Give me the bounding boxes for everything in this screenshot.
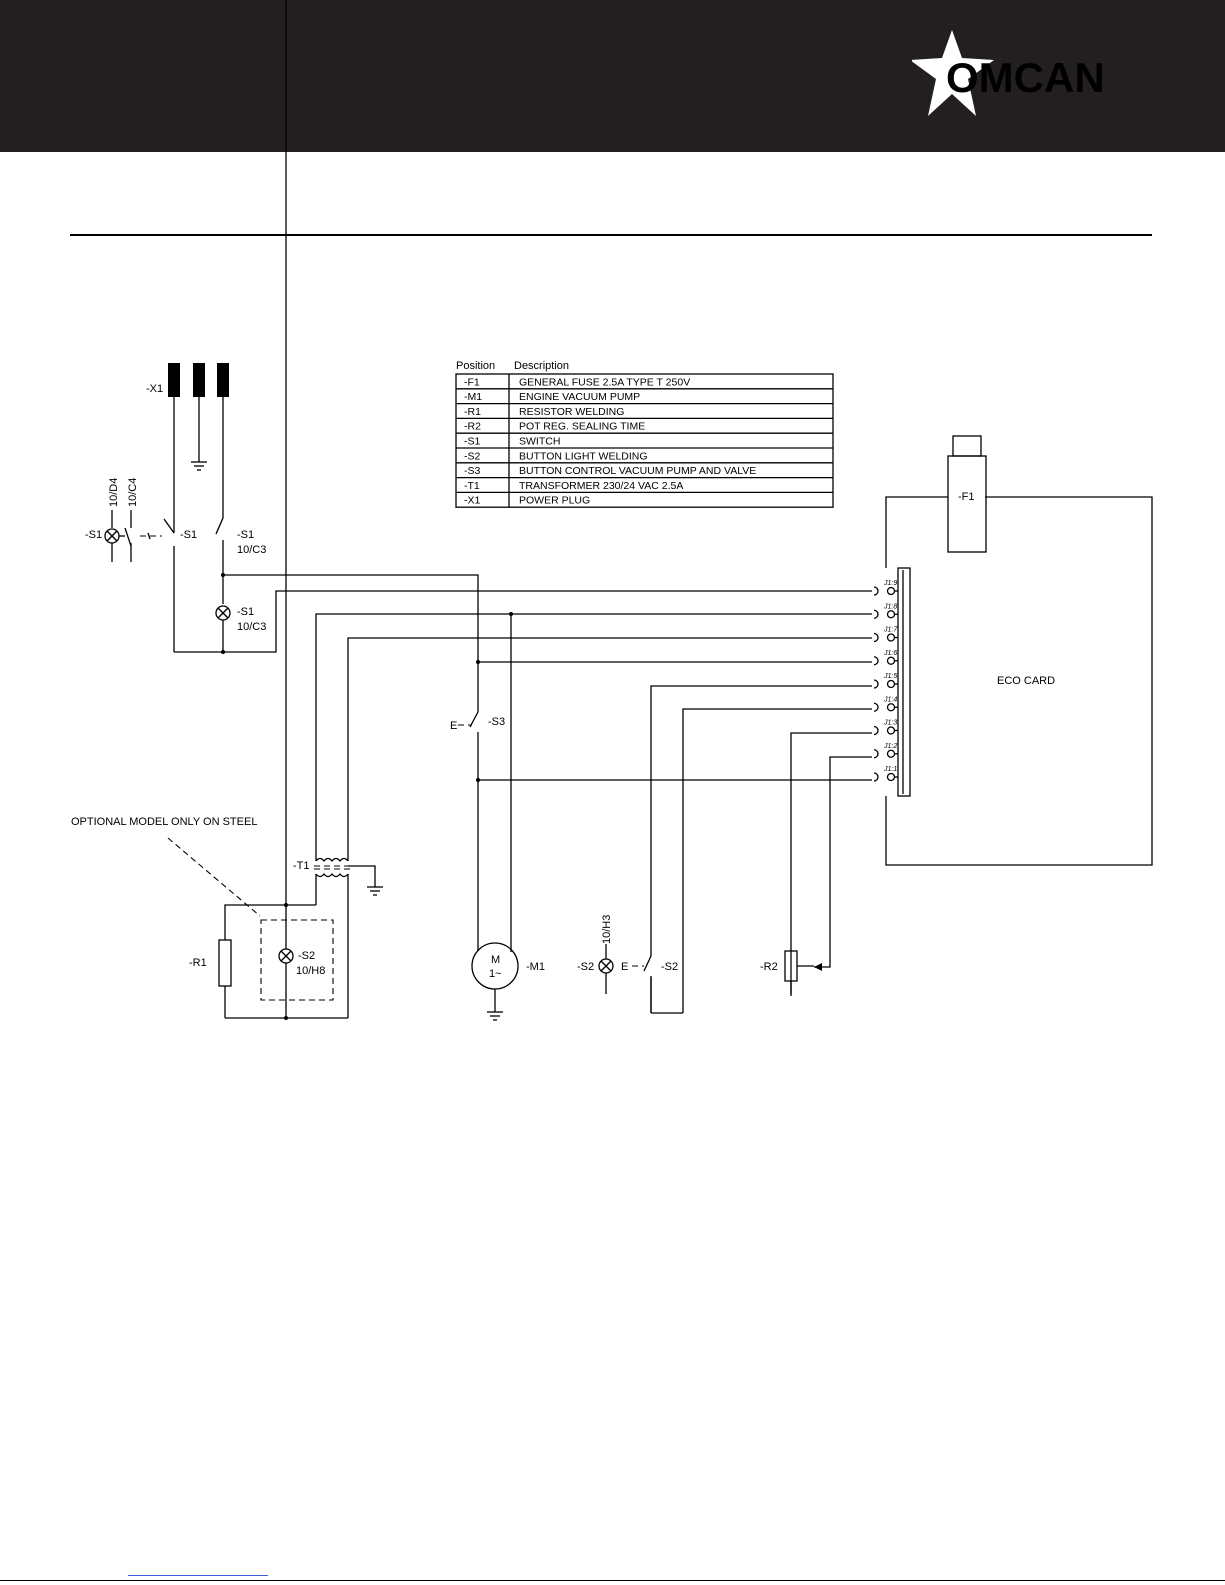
legend-header-position: Position — [456, 360, 495, 372]
star-logo-icon — [912, 30, 994, 116]
legend-description: GENERAL FUSE 2.5A TYPE T 250V — [519, 376, 690, 388]
legend-position: -R1 — [464, 406, 481, 418]
legend-position: -R2 — [464, 421, 481, 433]
connector-pin-label: J1:8 — [883, 603, 897, 610]
s3-button: E -S3 — [450, 708, 505, 732]
s2-lamp-b-label: -S2 — [577, 961, 594, 973]
connector-pin-label: J1:7 — [883, 627, 898, 634]
legend-position: -X1 — [464, 495, 481, 507]
legend-description: TRANSFORMER 230/24 VAC 2.5A — [519, 480, 683, 492]
legend-position: -S2 — [464, 450, 481, 462]
ref-d4: 10/D4 — [108, 478, 120, 507]
motor-m1: M 1~ -M1 — [471, 928, 545, 1021]
footer-rule — [0, 1580, 1225, 1581]
connector-pin-label: J1:9 — [883, 580, 897, 587]
s2-lamp-a-ref: 10/H8 — [296, 965, 325, 977]
m1-phase: 1~ — [489, 968, 502, 980]
eco-card: ECO CARD — [885, 496, 1153, 866]
s1-switch-b-ref: 10/C3 — [237, 544, 266, 556]
omcan-logo: OMCAN — [912, 30, 1105, 116]
r1-label: -R1 — [189, 957, 207, 969]
x1-label: -X1 — [146, 383, 163, 395]
m1-letter: M — [491, 954, 500, 966]
connector-pin: J1:3 — [873, 720, 898, 736]
s2-button-circuit: -S2 10/H3 E -S2 — [577, 915, 683, 1014]
header-bar — [0, 0, 1225, 152]
legend-rows: -F1 GENERAL FUSE 2.5A TYPE T 250V -M1 ENGIN… — [455, 373, 834, 508]
connector-j1: J1:9J1:8J1:7J1:6J1:5J1:4J1:3J1:2J1:1 — [873, 567, 911, 797]
potentiometer-r2: -R2 — [760, 950, 814, 996]
connector-pin: J1:7 — [873, 627, 898, 643]
legend-position: -T1 — [464, 480, 480, 492]
connector-pin: J1:6 — [873, 650, 898, 666]
s1-switch-b-label: -S1 — [237, 529, 254, 541]
footer-link[interactable] — [128, 1575, 268, 1576]
t1-label: -T1 — [293, 860, 310, 872]
f1-label: -F1 — [958, 491, 975, 503]
legend-table: Position Description -F1 GENERAL FUSE 2.5… — [455, 360, 834, 508]
connector-pin: J1:1 — [873, 766, 898, 782]
s1-lamp-left: -S1 10/D4 10/C4 — [85, 478, 139, 562]
connector-pin-label: J1:5 — [883, 673, 897, 680]
connector-pin-label: J1:4 — [883, 696, 897, 703]
legend-description: BUTTON LIGHT WELDING — [519, 450, 648, 462]
power-plug-x1: -X1 — [146, 363, 229, 533]
legend-description: SWITCH — [519, 436, 560, 448]
s1-lamp-label: -S1 — [85, 529, 102, 541]
s2-e-label: E — [621, 961, 628, 973]
connector-pin: J1:4 — [873, 696, 898, 712]
connector-pin: J1:9 — [873, 580, 898, 596]
s2-lamp-a-label: -S2 — [298, 950, 315, 962]
r2-label: -R2 — [760, 961, 778, 973]
legend-description: RESISTOR WELDING — [519, 406, 624, 418]
optional-note: OPTIONAL MODEL ONLY ON STEEL — [71, 816, 257, 828]
eco-card-label: ECO CARD — [997, 675, 1055, 687]
legend-description: BUTTON CONTROL VACUUM PUMP AND VALVE — [519, 465, 756, 477]
fuse-f1: -F1 — [947, 435, 987, 553]
ground-symbol-x1 — [191, 461, 207, 471]
s1-switches: -S1 -S1 10/C3 -S1 10/C3 — [140, 517, 872, 928]
connector-pin-label: J1:2 — [883, 743, 897, 750]
legend-frame — [455, 373, 834, 508]
legend-description: ENGINE VACUUM PUMP — [519, 391, 640, 403]
resistor-r1-circuit: -R1 -S2 10/H8 — [189, 0, 348, 1020]
legend-position: -M1 — [464, 391, 482, 403]
connector-pin: J1:2 — [873, 743, 898, 759]
s1-lamp2-label: -S1 — [237, 606, 254, 618]
s2-switch-label: -S2 — [661, 961, 678, 973]
transformer-t1: -T1 — [293, 857, 383, 1018]
connector-pin-label: J1:1 — [883, 766, 897, 773]
legend-position: -S1 — [464, 436, 481, 448]
s1-switch-a-label: -S1 — [180, 529, 197, 541]
connector-pin: J1:8 — [873, 603, 898, 619]
s1-lamp2-ref: 10/C3 — [237, 621, 266, 633]
connector-pin: J1:5 — [873, 673, 898, 689]
main-wiring — [315, 612, 872, 1013]
m1-label: -M1 — [526, 961, 545, 973]
optional-leader — [167, 837, 261, 917]
legend-position: -S3 — [464, 465, 481, 477]
brand-wordmark: OMCAN — [946, 54, 1105, 101]
legend-description: POWER PLUG — [519, 495, 590, 507]
connector-pin-label: J1:6 — [883, 650, 897, 657]
s3-label: -S3 — [488, 716, 505, 728]
title-rule — [70, 234, 1152, 236]
legend-description: POT REG. SEALING TIME — [519, 421, 645, 433]
s3-e-label: E — [450, 720, 457, 732]
legend-position: -F1 — [464, 376, 480, 388]
connector-pin-label: J1:3 — [883, 720, 897, 727]
ref-c4: 10/C4 — [127, 478, 139, 507]
ref-h3: 10/H3 — [601, 915, 613, 944]
legend-header-description: Description — [514, 360, 569, 372]
